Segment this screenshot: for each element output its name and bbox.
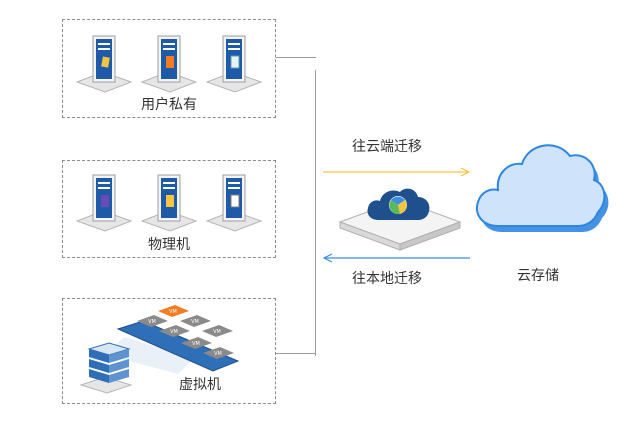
private-group-label: 用户私有 bbox=[141, 97, 197, 113]
vm-tile-gray bbox=[203, 347, 234, 359]
to-cloud-label: 往云端迁移 bbox=[352, 139, 422, 155]
vm-tile-gray bbox=[180, 315, 211, 327]
vm-platform bbox=[116, 320, 240, 372]
rack-server-icon bbox=[79, 342, 133, 394]
projection-beam bbox=[103, 337, 193, 374]
server-icon bbox=[140, 174, 198, 232]
vm-tile-label: VM bbox=[213, 329, 221, 335]
migration-platform bbox=[338, 188, 462, 251]
vm-tile-label: VM bbox=[191, 319, 199, 325]
server-icon bbox=[205, 35, 263, 93]
server-icon bbox=[75, 174, 133, 232]
arrow-to-cloud bbox=[323, 167, 471, 177]
virtual-machines-illustration: VM VM VM VM VM VM VM bbox=[79, 305, 240, 394]
physical-servers bbox=[75, 174, 263, 232]
cloud-storage-icon bbox=[476, 144, 609, 232]
virtual-group-label: 虚拟机 bbox=[179, 377, 221, 393]
vm-tile-label: VM bbox=[214, 351, 222, 357]
vm-tile-label: VM bbox=[148, 319, 156, 325]
server-icon bbox=[205, 174, 263, 232]
to-local-label: 往本地迁移 bbox=[352, 271, 422, 287]
connector-bottom bbox=[276, 353, 316, 354]
vm-tile-orange bbox=[158, 305, 189, 317]
virtual-group-box: VM VM VM VM VM VM VM 虚拟机 bbox=[62, 298, 276, 404]
vm-tile-gray bbox=[137, 315, 168, 327]
private-servers bbox=[75, 35, 263, 93]
connector-vertical bbox=[315, 70, 316, 356]
physical-group-box: 物理机 bbox=[62, 160, 276, 258]
connector-top bbox=[276, 57, 316, 58]
private-group-box: 用户私有 bbox=[62, 19, 276, 118]
vm-tile-gray bbox=[181, 337, 212, 349]
server-icon bbox=[140, 35, 198, 93]
vm-tile-gray bbox=[202, 325, 233, 337]
vm-tile-gray bbox=[159, 325, 190, 337]
vm-tile-label: VM bbox=[170, 329, 178, 335]
vm-tile-label: VM bbox=[169, 309, 177, 315]
physical-group-label: 物理机 bbox=[148, 237, 190, 253]
arrow-to-local bbox=[322, 253, 470, 263]
cloud-storage-label: 云存储 bbox=[517, 268, 559, 284]
vm-tile-label: VM bbox=[192, 341, 200, 347]
server-icon bbox=[75, 35, 133, 93]
cloud-logo-icon bbox=[367, 188, 430, 220]
